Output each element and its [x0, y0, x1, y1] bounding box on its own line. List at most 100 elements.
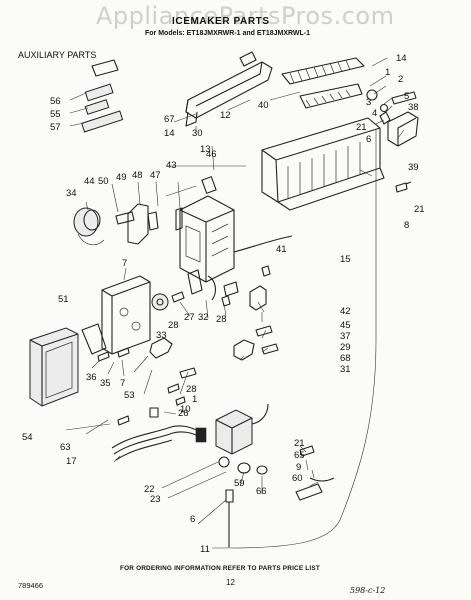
mold-leader: [359, 169, 373, 177]
fastener-68: [261, 343, 279, 355]
callout-label: 21: [414, 204, 425, 215]
callout-label: 28: [186, 384, 197, 395]
heater-rail: [277, 167, 385, 211]
motor-face: [83, 209, 101, 231]
motor-group: [73, 203, 183, 246]
mounting-plate-group: [81, 275, 151, 355]
screw-37: [255, 325, 273, 337]
callout-label: 41: [276, 244, 287, 255]
mounting-bracket-group: [185, 51, 273, 127]
pin-28: [221, 295, 231, 307]
aux-fitting-56: [84, 83, 114, 102]
ejector-blade-group: [281, 57, 365, 109]
callout-label: 31: [340, 364, 351, 375]
control-housing-group: [179, 176, 239, 297]
tube-60: [309, 477, 335, 482]
cover-group: [29, 327, 79, 407]
callout-label: 7: [122, 258, 127, 269]
mounting-plate-51: [101, 275, 151, 355]
clip-10: [175, 396, 186, 406]
callout-label: 3: [366, 97, 371, 108]
callout-label: 51: [58, 294, 69, 305]
callout-label: 40: [258, 100, 269, 111]
callout-label: 28: [168, 320, 179, 331]
callout-label: 63: [60, 442, 71, 453]
callout-label: 6: [366, 134, 371, 145]
plate-hole-2: [131, 321, 141, 331]
callout-label: 11: [200, 544, 210, 555]
screw-1: [167, 383, 180, 394]
callout-label: 7: [120, 378, 125, 389]
drive-train-group: [151, 269, 231, 311]
cam-part-33: [151, 293, 169, 311]
switch-parts-group: [233, 265, 279, 361]
nut-59: [237, 462, 251, 474]
callout-numbers: 14 1 2 5 38 3 4 21 6 39 40 12 67 14 30 1…: [22, 53, 425, 555]
callout-label: 39: [408, 162, 419, 173]
callout-label: 68: [340, 353, 351, 364]
spacer-48: [147, 211, 159, 231]
bracket-tab: [239, 51, 257, 67]
screw-28b: [179, 367, 197, 379]
callout-label: 43: [166, 160, 177, 171]
harness-wire-c: [115, 439, 173, 461]
motor-part-34: [73, 207, 99, 237]
callout-label: 26: [178, 408, 189, 419]
housing-body-part: [179, 195, 235, 283]
aux-clip-part: [91, 59, 119, 77]
bracket-53: [149, 337, 173, 359]
connector-part: [223, 281, 239, 297]
callout-label: 46: [206, 149, 217, 160]
aux-sleeve-57: [81, 110, 124, 133]
lever-29: [233, 339, 255, 361]
callout-label: 21: [356, 122, 367, 133]
sleeve-66: [256, 465, 268, 475]
callout-label: 35: [100, 378, 111, 389]
ordering-info-note: FOR ORDERING INFORMATION REFER TO PARTS …: [120, 565, 320, 572]
site-watermark: AppliancePartsPros.com: [96, 2, 395, 30]
fill-cup-bracket-39: [387, 111, 419, 147]
cover-inner: [45, 341, 73, 399]
callout-label: 23: [150, 494, 161, 505]
callout-label: 22: [144, 484, 155, 495]
callout-label: 67: [164, 114, 175, 125]
harness-plug: [195, 427, 207, 443]
callout-label: 8: [404, 220, 409, 231]
callout-label: 10: [180, 404, 191, 415]
page-number: 12: [226, 578, 235, 587]
callout-label: 59: [234, 478, 245, 489]
motor-bracket-49: [127, 203, 149, 245]
fill-cup-part: [366, 89, 378, 101]
callout-label: 21: [294, 438, 305, 449]
screw-21: [395, 181, 412, 193]
callout-label: 29: [340, 342, 351, 353]
grommet-part: [379, 111, 391, 125]
callout-label: 9: [296, 462, 301, 473]
document-code: 789466: [18, 581, 44, 590]
water-fill-cup-group: [366, 89, 419, 193]
callout-label: 48: [132, 170, 143, 181]
screw-36: [97, 351, 110, 362]
valve-fitting-6: [225, 489, 234, 503]
valve-outlet: [218, 456, 230, 468]
ejector-teeth: [289, 59, 351, 84]
fill-cup-bracket-edge: [397, 117, 417, 146]
callout-label: 28: [216, 314, 227, 325]
screw-7: [117, 347, 130, 358]
spring-47: [175, 207, 183, 231]
aux-leader-lines: [69, 92, 89, 127]
mold-edges: [261, 127, 381, 203]
callout-label: 44: [84, 176, 95, 187]
icemaker-mold-group: [233, 117, 385, 253]
water-valve-group: [215, 403, 269, 548]
motor-screw-44: [115, 211, 135, 225]
callout-label: 65: [294, 450, 305, 461]
gear-27: [187, 269, 203, 295]
heater-lead-41: [233, 235, 293, 253]
model-subtitle: For Models: ET18JMXRWR-1 and ET18JMXRWL-…: [145, 30, 311, 37]
stripper-ribs: [305, 89, 351, 107]
callout-label: 50: [98, 176, 109, 187]
callout-label: 13: [200, 144, 211, 155]
